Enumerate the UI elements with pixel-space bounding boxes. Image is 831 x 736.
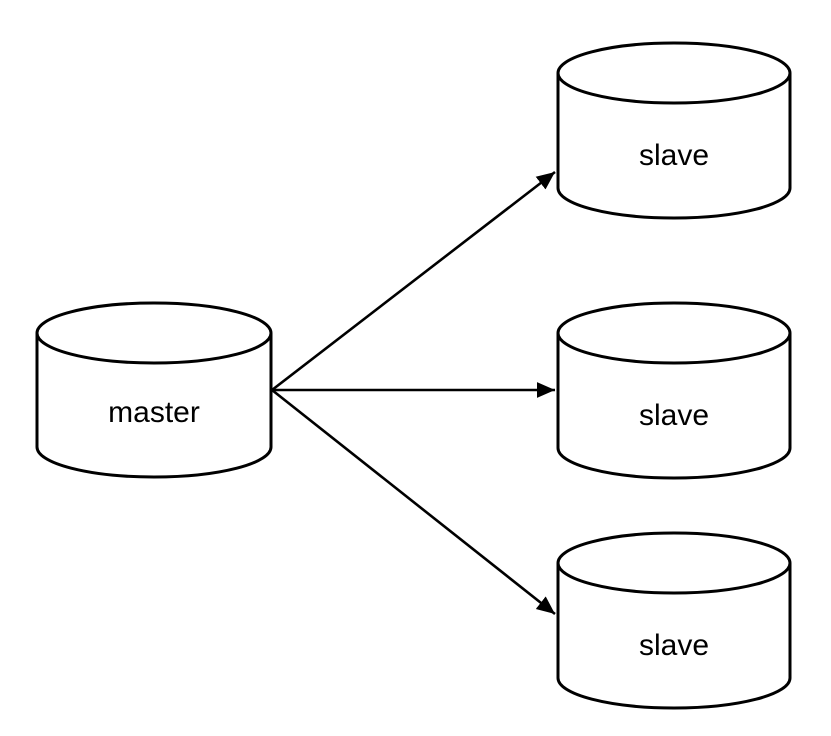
master-node: master: [35, 301, 273, 479]
slave-node-2: slave: [556, 301, 792, 480]
slave-1-cylinder-top: [556, 41, 792, 105]
slave-3-label: slave: [639, 629, 709, 662]
edges: [271, 170, 556, 616]
slave-3-cylinder-top: [556, 531, 792, 595]
slave-2-cylinder-body: [556, 333, 792, 480]
arrow-master-to-slave-3: [271, 388, 556, 616]
slave-3-cylinder-body: [556, 563, 792, 710]
master-label: master: [108, 396, 200, 429]
slave-2-cylinder-top: [556, 301, 792, 365]
slave-2-label: slave: [639, 399, 709, 432]
slave-1-cylinder-body: [556, 73, 792, 220]
master-cylinder-top: [35, 301, 273, 365]
slave-1-label: slave: [639, 139, 709, 172]
arrow-master-to-slave-1: [271, 170, 556, 392]
slave-node-1: slave: [556, 41, 792, 220]
master-cylinder-body: [35, 333, 273, 479]
slave-node-3: slave: [556, 531, 792, 710]
